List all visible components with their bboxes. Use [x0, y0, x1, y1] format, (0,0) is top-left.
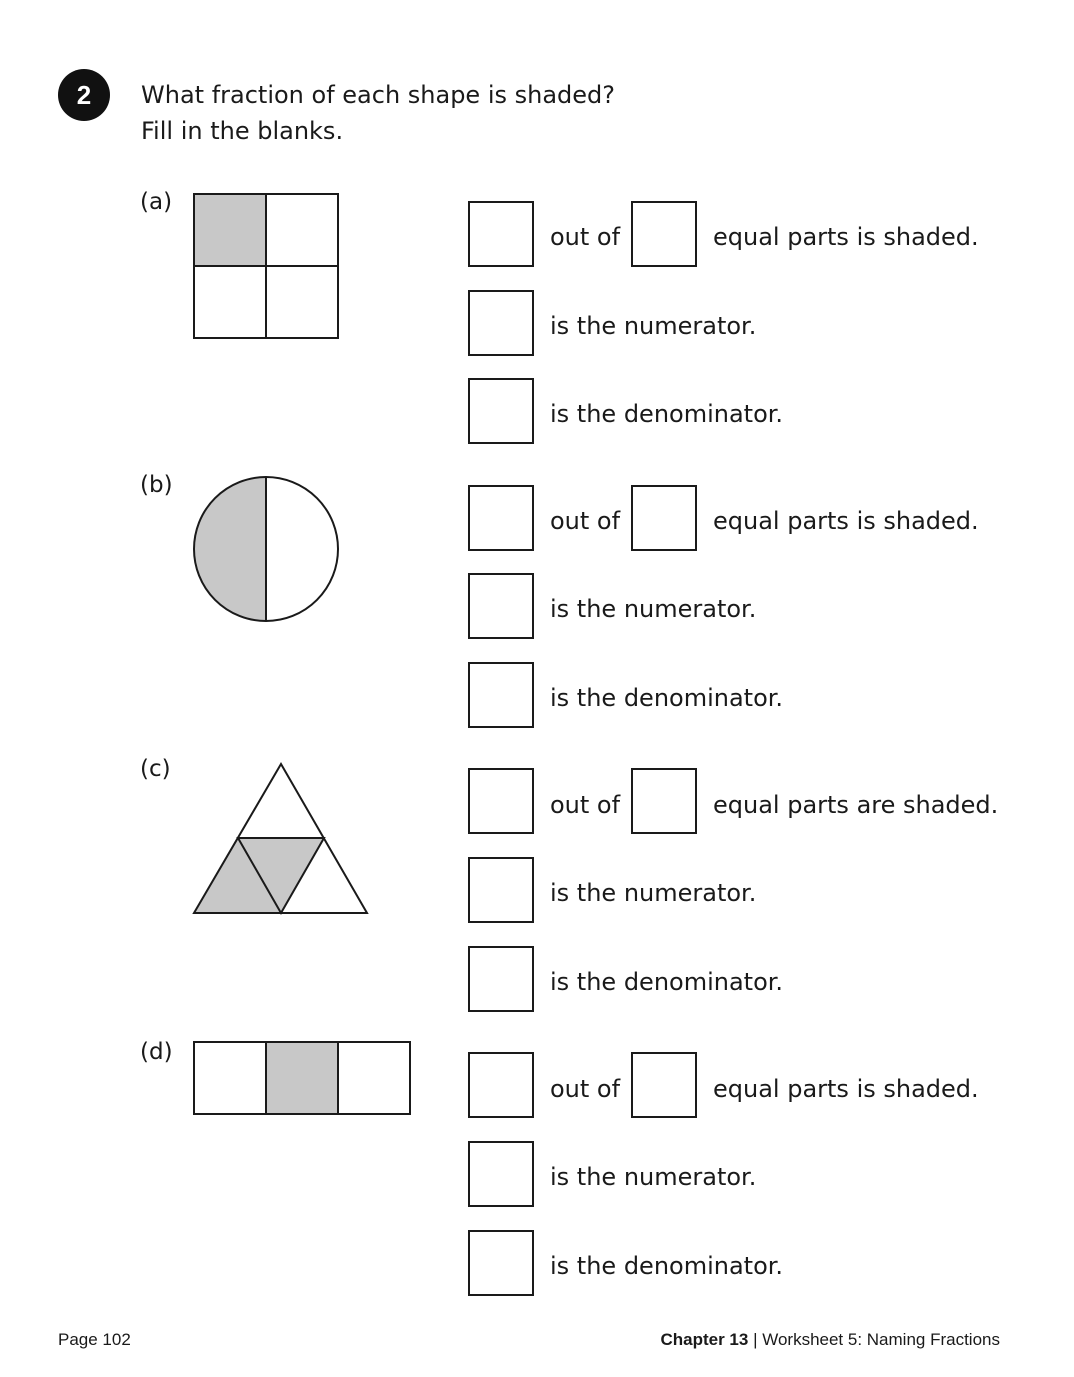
part-d-numerator-box[interactable] [468, 1141, 534, 1207]
part-c-statement-text: equal parts are shaded. [713, 791, 999, 819]
part-a-numerator-text: is the numerator. [550, 312, 757, 340]
shaded-half [194, 477, 266, 621]
part-c-total-parts-box[interactable] [631, 768, 697, 834]
part-a-denominator-box[interactable] [468, 378, 534, 444]
shaded-bottom-left-triangle [194, 838, 281, 913]
part-d-total-parts-box[interactable] [631, 1052, 697, 1118]
part-c-denominator-box[interactable] [468, 946, 534, 1012]
shaded-center-triangle [238, 838, 324, 913]
part-d-denominator-text: is the denominator. [550, 1252, 784, 1280]
part-b-out-of-text: out of [550, 507, 621, 535]
part-c-label: (c) [140, 756, 171, 782]
question-number-badge: 2 [58, 69, 110, 121]
rectangle-three-parts-shape [193, 1041, 411, 1115]
part-a-total-parts-box[interactable] [631, 201, 697, 267]
chapter-footer: Chapter 13 | Worksheet 5: Naming Fractio… [660, 1330, 1000, 1350]
shaded-middle-third [266, 1042, 338, 1114]
part-a-out-of-text: out of [550, 223, 621, 251]
part-a-shaded-count-box[interactable] [468, 201, 534, 267]
part-b-denominator-text: is the denominator. [550, 684, 784, 712]
question-prompt: What fraction of each shape is shaded? [141, 81, 616, 109]
part-a-numerator-box[interactable] [468, 290, 534, 356]
triangle-four-parts-shape [192, 762, 369, 916]
part-b-statement-text: equal parts is shaded. [713, 507, 979, 535]
circle-two-parts-shape [193, 476, 339, 622]
part-d-denominator-box[interactable] [468, 1230, 534, 1296]
part-b-denominator-box[interactable] [468, 662, 534, 728]
question-instruction: Fill in the blanks. [141, 117, 344, 145]
page-number: Page 102 [58, 1330, 131, 1349]
footer-separator: | [753, 1330, 758, 1349]
square-four-parts-shape [193, 193, 339, 339]
part-d-out-of-text: out of [550, 1075, 621, 1103]
part-b-total-parts-box[interactable] [631, 485, 697, 551]
part-c-out-of-text: out of [550, 791, 621, 819]
part-d-numerator-text: is the numerator. [550, 1163, 757, 1191]
part-c-denominator-text: is the denominator. [550, 968, 784, 996]
part-c-shaded-count-box[interactable] [468, 768, 534, 834]
shaded-quarter [194, 194, 266, 266]
worksheet-title: Worksheet 5: Naming Fractions [762, 1330, 1000, 1349]
chapter-label: Chapter 13 [660, 1330, 749, 1349]
part-c-numerator-box[interactable] [468, 857, 534, 923]
part-c-numerator-text: is the numerator. [550, 879, 757, 907]
part-b-label: (b) [140, 472, 173, 498]
part-d-label: (d) [140, 1039, 173, 1065]
part-a-label: (a) [140, 189, 173, 215]
part-b-numerator-text: is the numerator. [550, 595, 757, 623]
part-d-statement-text: equal parts is shaded. [713, 1075, 979, 1103]
part-d-shaded-count-box[interactable] [468, 1052, 534, 1118]
part-b-shaded-count-box[interactable] [468, 485, 534, 551]
part-b-numerator-box[interactable] [468, 573, 534, 639]
part-a-statement-text: equal parts is shaded. [713, 223, 979, 251]
part-a-denominator-text: is the denominator. [550, 400, 784, 428]
